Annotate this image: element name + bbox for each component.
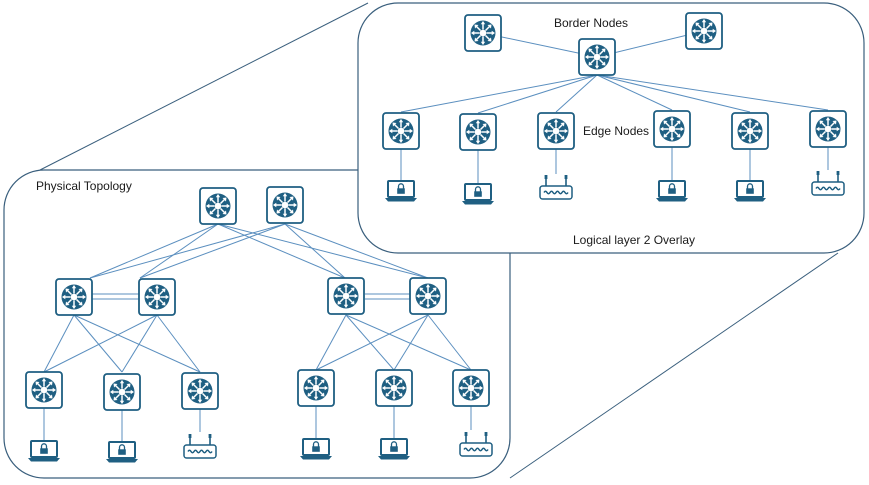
distribution-switch-4-icon <box>409 277 447 315</box>
distribution-switch-1-icon <box>55 278 93 316</box>
edge-node-6-icon <box>809 110 847 148</box>
edge-node-1-icon <box>382 112 420 150</box>
core-switch-1-icon <box>199 187 237 225</box>
laptop-lock-icon <box>461 183 495 206</box>
laptop-lock-icon <box>384 180 418 203</box>
edge-node-5-icon <box>731 112 769 150</box>
border-node-1-icon <box>464 14 502 52</box>
logical-overlay-panel: Border Nodes Edge Nodes Logical layer 2 … <box>357 2 865 254</box>
laptop-lock-icon <box>655 180 689 203</box>
access-switch-2-icon <box>103 373 141 411</box>
physical-links <box>43 223 472 441</box>
border-node-3-icon <box>578 38 616 76</box>
access-switch-1-icon <box>25 371 63 409</box>
access-switch-4-icon <box>297 369 335 407</box>
overlay-title: Logical layer 2 Overlay <box>573 233 695 247</box>
edge-node-3-icon <box>537 112 575 150</box>
laptop-lock-icon <box>377 438 411 461</box>
access-switch-5-icon <box>375 369 413 407</box>
border-node-2-icon <box>685 12 723 50</box>
laptop-lock-icon <box>27 440 61 463</box>
laptop-lock-icon <box>299 438 333 461</box>
access-switch-3-icon <box>181 372 219 410</box>
edge-node-2-icon <box>459 113 497 151</box>
edge-node-4-icon <box>653 110 691 148</box>
distribution-switch-3-icon <box>327 277 365 315</box>
physical-topology-title: Physical Topology <box>36 179 132 193</box>
laptop-lock-icon <box>105 441 139 464</box>
edge-nodes-label: Edge Nodes <box>583 124 649 138</box>
access-switch-6-icon <box>452 369 490 407</box>
distribution-switch-2-icon <box>138 278 176 316</box>
border-nodes-label: Border Nodes <box>554 16 628 30</box>
zoom-projection-lines <box>39 2 839 479</box>
core-switch-2-icon <box>266 186 304 224</box>
laptop-lock-icon <box>733 180 767 203</box>
